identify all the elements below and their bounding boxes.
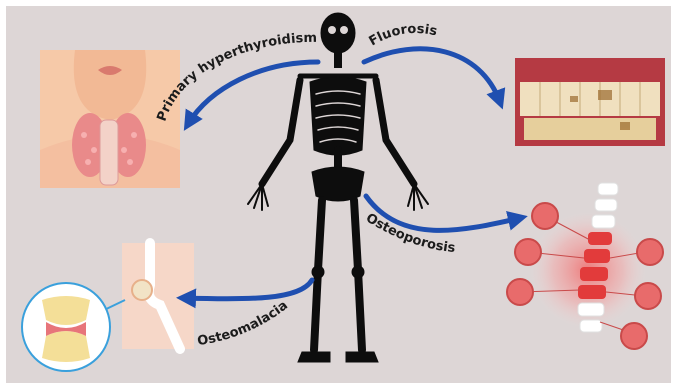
teeth-illustration (515, 58, 665, 146)
bone-sample-circle (507, 279, 533, 305)
right-knee (352, 266, 364, 278)
label-fluorosis: Fluorosis (367, 22, 439, 50)
right-foot (346, 352, 378, 362)
ribcage (310, 77, 366, 155)
spine-illustration (507, 183, 663, 349)
knee-illustration (22, 243, 194, 371)
bone-sample-circle (515, 239, 541, 265)
label-osteomalacia: Osteomalacia (196, 298, 290, 349)
pelvis (312, 167, 364, 201)
left-foot (298, 352, 330, 362)
skull (321, 13, 355, 53)
femur-end (42, 296, 90, 325)
tibia-end (42, 331, 90, 362)
arrow-to-knee (184, 280, 312, 299)
bone-sample-circle (532, 203, 558, 229)
upper-teeth (520, 82, 660, 116)
bone-sample-circle (635, 283, 661, 309)
bone-sample-circle (621, 323, 647, 349)
label-osteoporosis: Osteoporosis (363, 211, 456, 256)
arrow-to-teeth (364, 49, 500, 102)
lower-teeth (524, 118, 656, 140)
left-knee (312, 266, 324, 278)
bone-sample-circle (637, 239, 663, 265)
trachea (100, 120, 118, 185)
